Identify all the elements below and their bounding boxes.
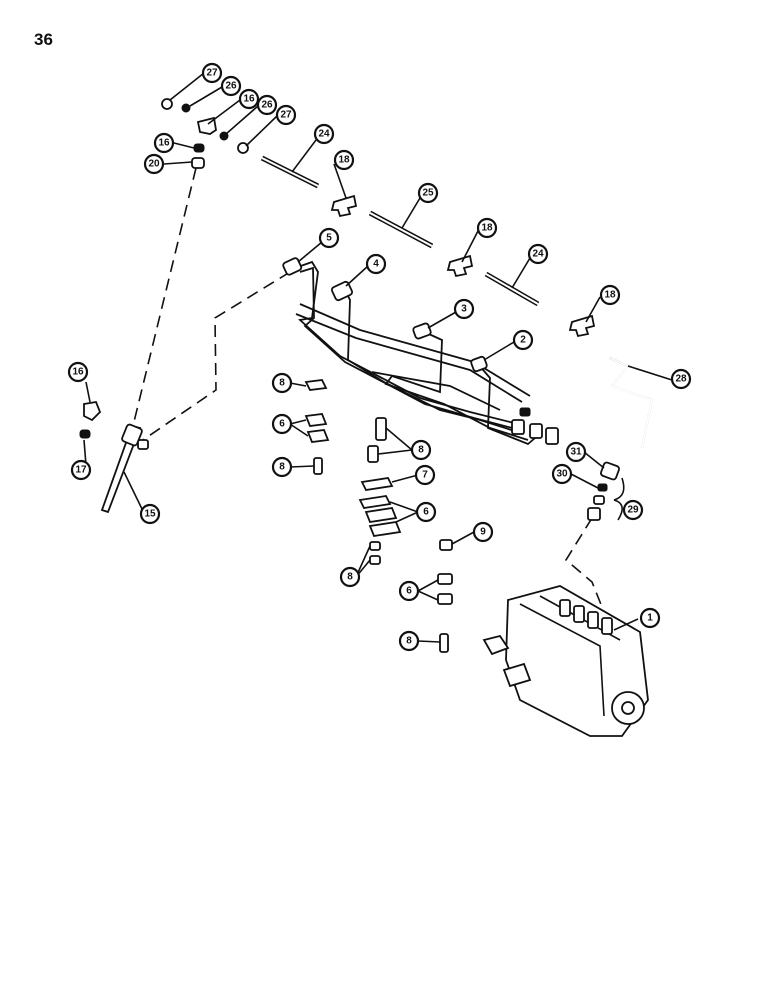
- bracket-29: [613, 477, 625, 521]
- callout-8-a: 8: [271, 372, 293, 394]
- callout-6-b: 6: [415, 501, 437, 523]
- svg-text:8: 8: [418, 445, 424, 456]
- callout-8-b: 8: [271, 456, 293, 478]
- callout-16-top: 16: [238, 88, 260, 110]
- callout-31: 31: [565, 441, 587, 463]
- injection-lines: [294, 260, 543, 446]
- leak-off-tee-18-b: [446, 254, 474, 278]
- pipe-lower-nuts: [511, 407, 559, 445]
- callout-27-top: 27: [201, 62, 223, 84]
- injection-pump: [482, 585, 649, 737]
- svg-text:16: 16: [243, 94, 255, 105]
- svg-text:26: 26: [261, 100, 273, 111]
- callout-27-second: 27: [275, 104, 297, 126]
- svg-text:29: 29: [627, 505, 639, 516]
- svg-text:17: 17: [75, 465, 87, 476]
- leak-off-tee-18-c: [568, 314, 596, 338]
- svg-text:4: 4: [373, 259, 379, 270]
- return-pipe-28: [609, 357, 654, 449]
- callout-3: 3: [453, 298, 475, 320]
- svg-text:20: 20: [148, 159, 160, 170]
- page-number: 36: [34, 30, 53, 49]
- svg-text:16: 16: [158, 138, 170, 149]
- callout-7: 7: [414, 464, 436, 486]
- callout-4: 4: [365, 253, 387, 275]
- svg-text:8: 8: [279, 462, 285, 473]
- svg-text:28: 28: [675, 374, 687, 385]
- svg-text:8: 8: [279, 378, 285, 389]
- pipe-nut-5: [282, 257, 303, 276]
- svg-text:6: 6: [406, 586, 412, 597]
- callout-15: 15: [139, 503, 161, 525]
- leak-off-pipe-25: [368, 210, 434, 249]
- svg-text:25: 25: [422, 188, 434, 199]
- svg-text:5: 5: [326, 233, 332, 244]
- callout-17: 17: [70, 459, 92, 481]
- svg-text:2: 2: [520, 335, 526, 346]
- svg-text:18: 18: [338, 155, 350, 166]
- callout-8-c: 8: [410, 439, 432, 461]
- svg-text:6: 6: [279, 419, 285, 430]
- callout-24-upper: 24: [313, 123, 335, 145]
- callout-5: 5: [318, 227, 340, 249]
- leak-off-pipe-24-lower: [484, 271, 540, 307]
- pipe-nut-2: [470, 355, 488, 373]
- svg-text:31: 31: [570, 447, 582, 458]
- svg-text:3: 3: [461, 304, 467, 315]
- callout-26-second: 26: [256, 94, 278, 116]
- pipe-nut-3: [412, 322, 432, 340]
- callout-18-upper: 18: [333, 149, 355, 171]
- callout-16-injector: 16: [67, 361, 89, 383]
- callout-30: 30: [551, 463, 573, 485]
- clamp-parts: [304, 379, 453, 653]
- svg-text:8: 8: [347, 572, 353, 583]
- callout-29: 29: [622, 499, 644, 521]
- callout-26-top: 26: [220, 75, 242, 97]
- callout-9: 9: [472, 521, 494, 543]
- svg-text:24: 24: [318, 129, 330, 140]
- svg-text:16: 16: [72, 367, 84, 378]
- svg-text:6: 6: [423, 507, 429, 518]
- fuel-injector: [79, 400, 149, 514]
- leak-off-tee-18-a: [330, 194, 358, 218]
- leak-off-pipe-24-upper: [260, 155, 320, 189]
- callout-25: 25: [417, 182, 439, 204]
- svg-text:18: 18: [604, 290, 616, 301]
- svg-text:26: 26: [225, 81, 237, 92]
- callout-8-e: 8: [398, 630, 420, 652]
- banjo-small-parts: [161, 98, 249, 169]
- callout-18-middle: 18: [476, 217, 498, 239]
- assembly-guide-lines: [131, 167, 605, 613]
- svg-text:7: 7: [422, 470, 428, 481]
- callout-1: 1: [639, 607, 661, 629]
- callout-2: 2: [512, 329, 534, 351]
- callout-28: 28: [670, 368, 692, 390]
- leader-lines: [83, 72, 673, 643]
- svg-text:27: 27: [280, 110, 292, 121]
- svg-text:24: 24: [532, 249, 544, 260]
- callout-20: 20: [143, 153, 165, 175]
- svg-text:18: 18: [481, 223, 493, 234]
- svg-text:27: 27: [206, 68, 218, 79]
- svg-text:15: 15: [144, 509, 156, 520]
- svg-text:9: 9: [480, 527, 486, 538]
- callout-8-d: 8: [339, 566, 361, 588]
- svg-text:30: 30: [556, 469, 568, 480]
- callout-16-left: 16: [153, 132, 175, 154]
- callout-6-c: 6: [398, 580, 420, 602]
- svg-text:1: 1: [647, 613, 653, 624]
- pipe-nut-4: [330, 280, 354, 302]
- return-fittings: [587, 461, 620, 521]
- svg-text:8: 8: [406, 636, 412, 647]
- callout-6-a: 6: [271, 413, 293, 435]
- callout-18-right: 18: [599, 284, 621, 306]
- callout-24-lower: 24: [527, 243, 549, 265]
